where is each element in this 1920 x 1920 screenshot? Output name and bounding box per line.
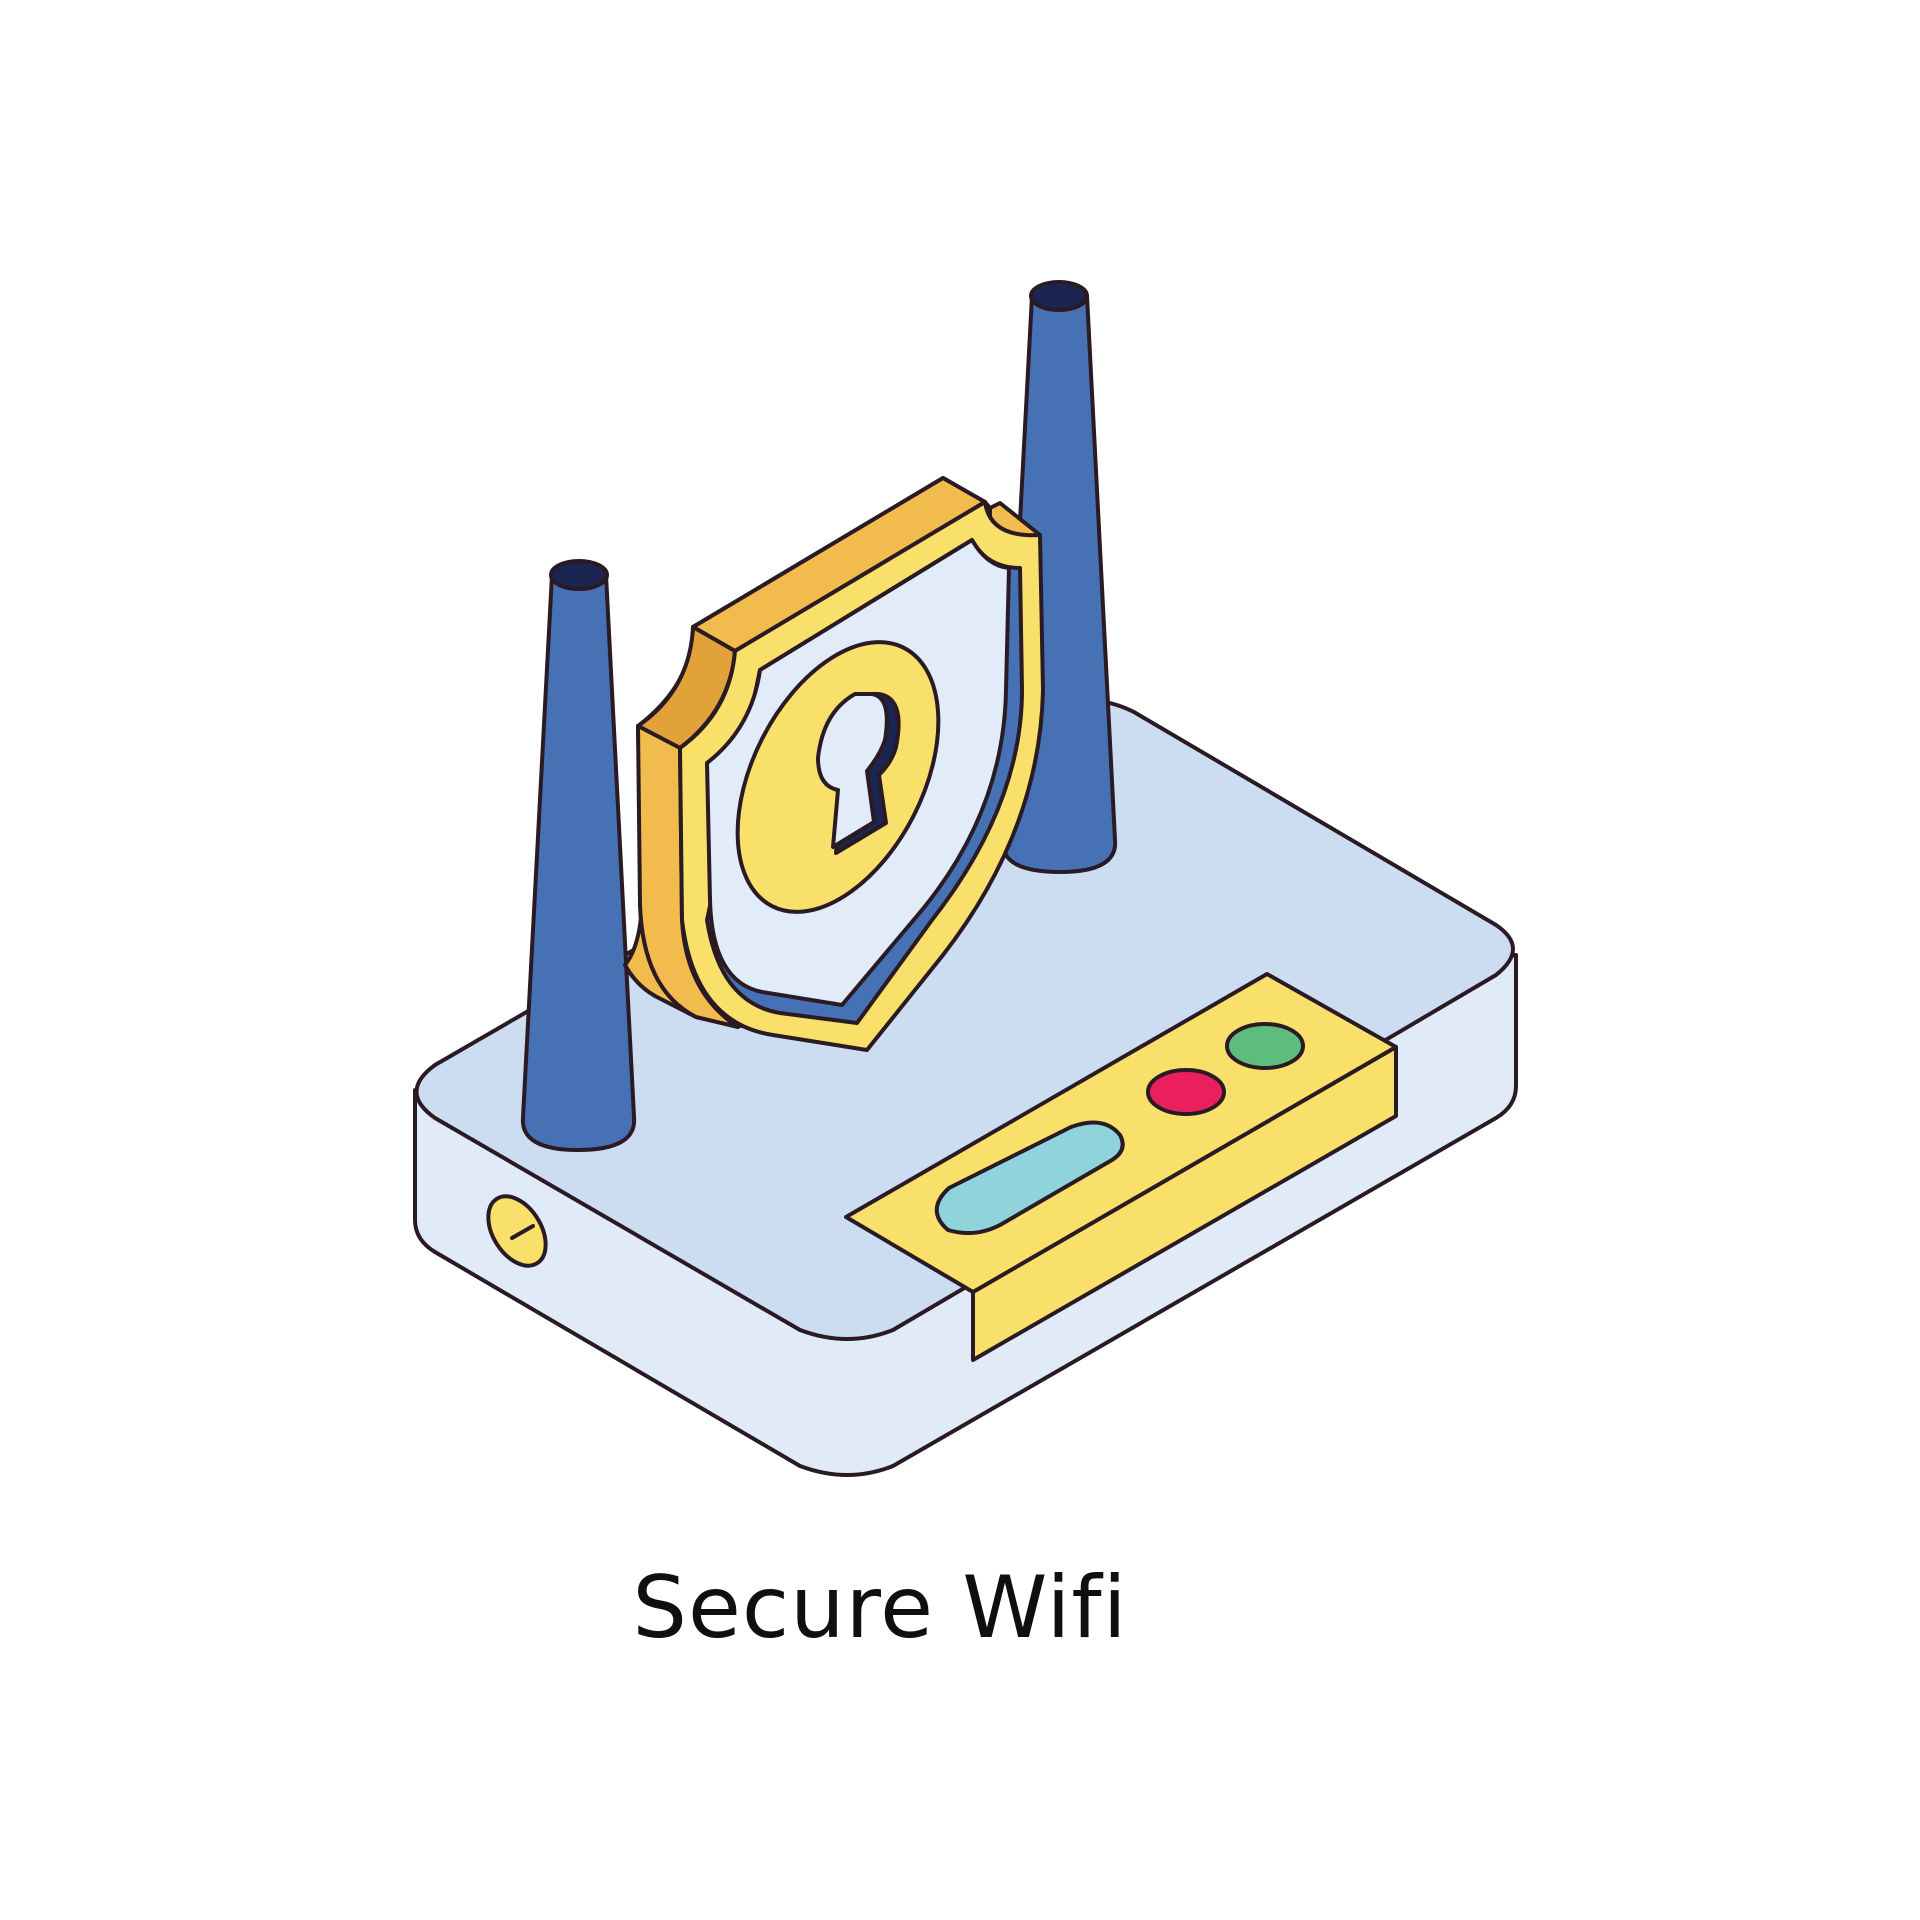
caption-text: Secure Wifi [632, 1558, 1128, 1658]
led-red [1146, 1068, 1226, 1116]
shield-lock-icon [623, 476, 1045, 1052]
keyhole-icon [816, 692, 901, 855]
status-panel [844, 972, 1398, 1362]
led-bar [934, 1120, 1125, 1236]
power-button-icon [486, 1194, 548, 1268]
led-green [1225, 1022, 1305, 1070]
antenna-icon [520, 559, 637, 1152]
